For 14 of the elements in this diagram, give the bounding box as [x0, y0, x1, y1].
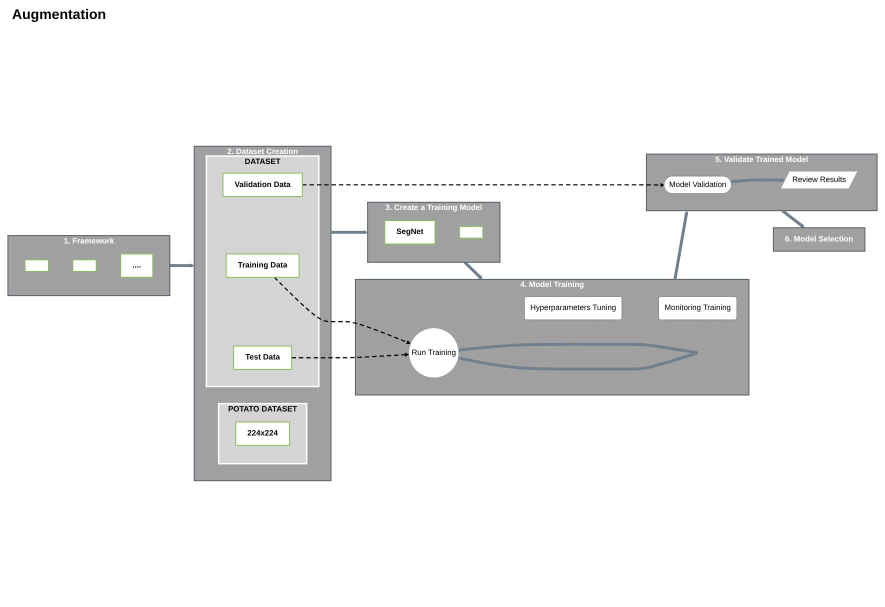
- node-box: [458, 226, 484, 239]
- arrow: [674, 210, 688, 280]
- arrow: [274, 276, 411, 344]
- node-box: [24, 259, 49, 272]
- arrow: [292, 352, 409, 358]
- note-text: Augmentation: [12, 6, 106, 22]
- node-box: [72, 259, 97, 272]
- arrow: [464, 261, 483, 280]
- arrow: [170, 263, 194, 268]
- arrow: [782, 210, 805, 228]
- arrow: [302, 182, 664, 188]
- arrow: [730, 178, 786, 184]
- arrow: [331, 230, 368, 234]
- arrow: [458, 342, 698, 371]
